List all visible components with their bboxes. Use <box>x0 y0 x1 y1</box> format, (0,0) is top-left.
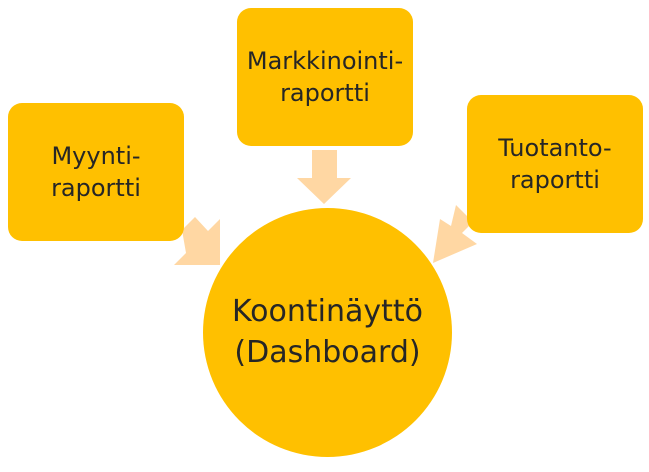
hub-line-1: Koontinäyttö <box>231 294 424 329</box>
node-tuotanto-raportti: Tuotanto- raportti <box>467 95 643 233</box>
hub-line-2: (Dashboard) <box>234 334 421 370</box>
node-myynti-line-2: raportti <box>51 174 141 202</box>
node-koontinaytto-dashboard: Koontinäyttö (Dashboard) <box>203 208 452 457</box>
arrow-markkinointi-to-dashboard <box>297 150 351 204</box>
node-tuotanto-line-2: raportti <box>510 166 600 194</box>
arrow-tuotanto-to-dashboard <box>433 205 477 263</box>
node-tuotanto-line-1: Tuotanto- <box>498 133 612 162</box>
node-markkinointi-line-1: Markkinointi- <box>246 46 404 75</box>
arrow-myynti-to-dashboard <box>174 217 220 265</box>
node-myynti-raportti: Myynti- raportti <box>8 103 184 241</box>
node-markkinointi-line-2: raportti <box>280 79 370 107</box>
node-myynti-line-1: Myynti- <box>51 141 141 170</box>
node-markkinointi-raportti: Markkinointi- raportti <box>237 8 413 146</box>
